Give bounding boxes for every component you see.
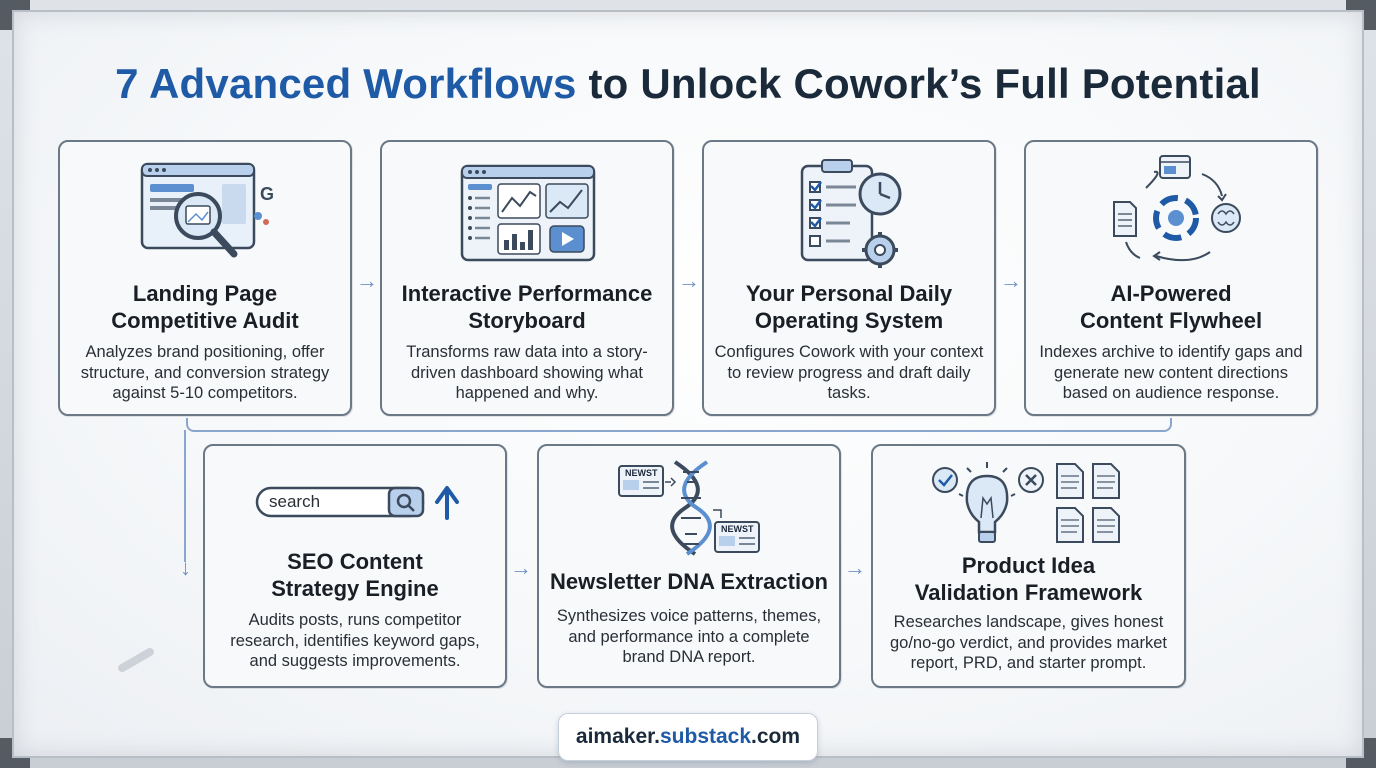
card-title: SEO Content Strategy Engine [271, 549, 439, 601]
lightbulb-documents-icon [927, 458, 1127, 563]
card-description: Analyzes brand positioning, offer struct… [80, 343, 330, 402]
arrow-down-right-icon: ↓ [180, 555, 191, 580]
card-title: Your Personal Daily Operating System [745, 281, 953, 333]
flywheel-cycle-icon [1106, 152, 1246, 277]
card-description: Transforms raw data into a story-driven … [406, 343, 648, 402]
search-bar-icon [255, 482, 465, 527]
source-badge[interactable]: aimaker.substack.com [558, 713, 818, 761]
workflow-card-landing-page-audit: G Landing Page Competitive Audit Analyze… [58, 140, 352, 416]
workflow-card-seo-strategy: search SEO Content Strategy Engine Audit… [203, 444, 507, 688]
newspaper-label: NEWST [721, 524, 754, 534]
arrow-right-icon: → [678, 268, 700, 293]
card-title: Landing Page Competitive Audit [111, 281, 299, 333]
browser-magnifier-icon: G [138, 160, 278, 275]
card-title: Newsletter DNA Extraction [550, 569, 828, 594]
arrow-right-icon: → [1000, 268, 1022, 293]
newspaper-label: NEWST [625, 468, 658, 478]
title-highlight: 7 Advanced Workflows [115, 60, 577, 107]
workflow-card-content-flywheel: AI-Powered Content Flywheel Indexes arch… [1024, 140, 1318, 416]
workflow-card-performance-storyboard: Interactive Performance Storyboard Trans… [380, 140, 674, 416]
search-text: search [269, 492, 321, 511]
workflow-card-product-validation: Product Idea Validation Framework Resear… [871, 444, 1186, 688]
arrow-right-icon: → [510, 555, 532, 580]
row-connector-horizontal [186, 418, 1172, 432]
arrow-right-icon: → [356, 268, 378, 293]
dashboard-charts-icon [458, 162, 598, 273]
card-description: Synthesizes voice patterns, themes, and … [556, 607, 822, 666]
footer-prefix: aimaker. [575, 725, 660, 748]
card-description: Configures Cowork with your context to r… [714, 343, 984, 402]
footer-domain: substack [660, 725, 752, 748]
clipboard-clock-gear-icon [794, 154, 914, 279]
arrow-right-icon: → [844, 555, 866, 580]
card-description: Researches landscape, gives honest go/no… [890, 613, 1167, 672]
title-rest: to Unlock Cowork’s Full Potential [576, 60, 1261, 107]
card-title: AI-Powered Content Flywheel [1079, 281, 1263, 333]
footer-suffix: .com [751, 725, 801, 748]
svg-text:G: G [260, 184, 274, 204]
card-description: Indexes archive to identify gaps and gen… [1039, 343, 1303, 402]
card-title: Interactive Performance Storyboard [401, 281, 653, 333]
row-connector-vertical [184, 430, 186, 562]
page-title: 7 Advanced Workflows to Unlock Cowork’s … [0, 60, 1376, 108]
card-description: Audits posts, runs competitor research, … [230, 611, 480, 670]
card-title: Product Idea Validation Framework [914, 553, 1143, 605]
workflow-card-daily-operating-system: Your Personal Daily Operating System Con… [702, 140, 996, 416]
dna-newspaper-icon [615, 458, 775, 563]
workflow-card-newsletter-dna: NEWST NEWST Newsletter DNA Extraction Sy… [537, 444, 841, 688]
